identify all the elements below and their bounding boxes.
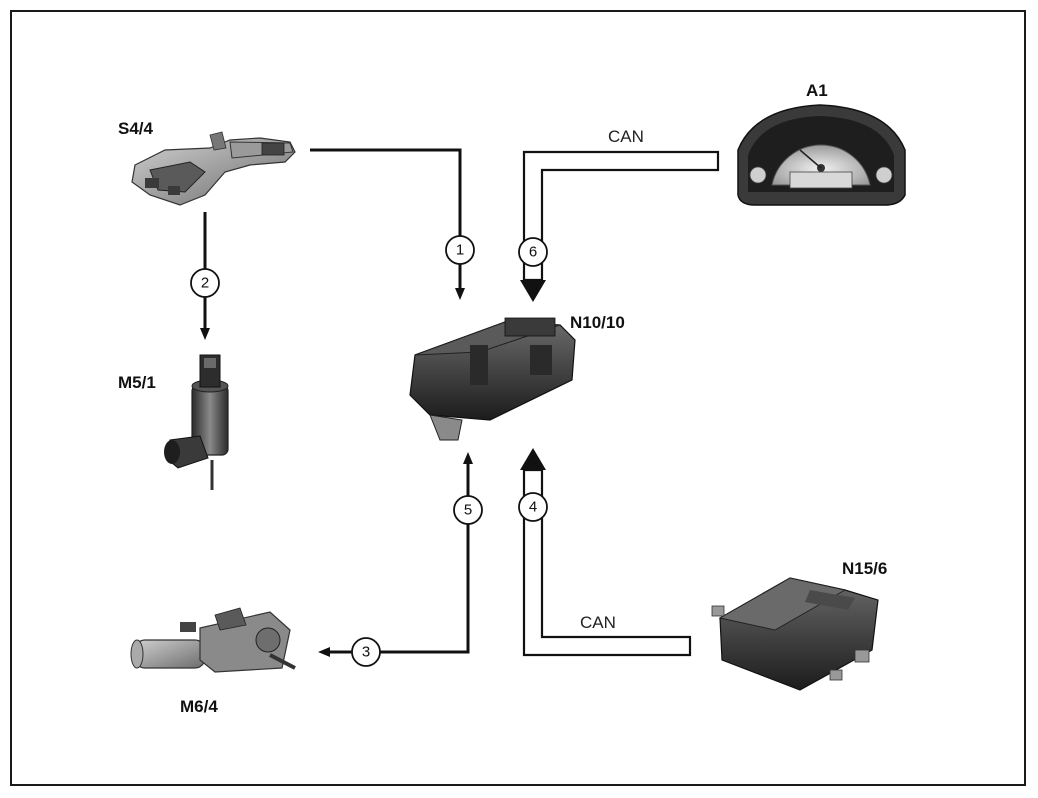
svg-text:6: 6 xyxy=(529,244,537,261)
rear-wiper-motor-m6-4-image xyxy=(130,607,296,673)
signal-line-1 xyxy=(310,148,465,300)
instrument-cluster-a1-image xyxy=(737,104,906,206)
combination-switch-s4-4-image xyxy=(131,131,296,206)
can-bus-top xyxy=(520,150,720,302)
step-marker-6: 6 xyxy=(518,237,548,267)
svg-text:5: 5 xyxy=(464,502,472,519)
step-marker-2: 2 xyxy=(190,268,220,298)
diagram-frame xyxy=(10,10,1026,786)
step-marker-5: 5 xyxy=(453,495,483,525)
svg-text:2: 2 xyxy=(201,275,209,292)
step-marker-3: 3 xyxy=(351,637,381,667)
label-m6-4: M6/4 xyxy=(180,697,218,716)
control-unit-n10-10-image xyxy=(409,317,576,441)
svg-text:1: 1 xyxy=(456,242,464,259)
svg-text:4: 4 xyxy=(529,499,537,516)
step-marker-1: 1 xyxy=(445,235,475,265)
label-n10-10: N10/10 xyxy=(570,313,625,332)
can-bus-bottom xyxy=(520,448,692,657)
signal-line-5 xyxy=(318,452,473,657)
can-label-top: CAN xyxy=(608,127,644,146)
step-marker-4: 4 xyxy=(518,492,548,522)
label-a1: A1 xyxy=(806,81,828,100)
washer-pump-m5-1-image xyxy=(164,354,229,490)
label-s4-4: S4/4 xyxy=(118,119,154,138)
control-unit-n15-6-image xyxy=(711,577,879,691)
can-label-bottom: CAN xyxy=(580,613,616,632)
svg-text:3: 3 xyxy=(362,644,370,661)
label-m5-1: M5/1 xyxy=(118,373,156,392)
label-n15-6: N15/6 xyxy=(842,559,887,578)
